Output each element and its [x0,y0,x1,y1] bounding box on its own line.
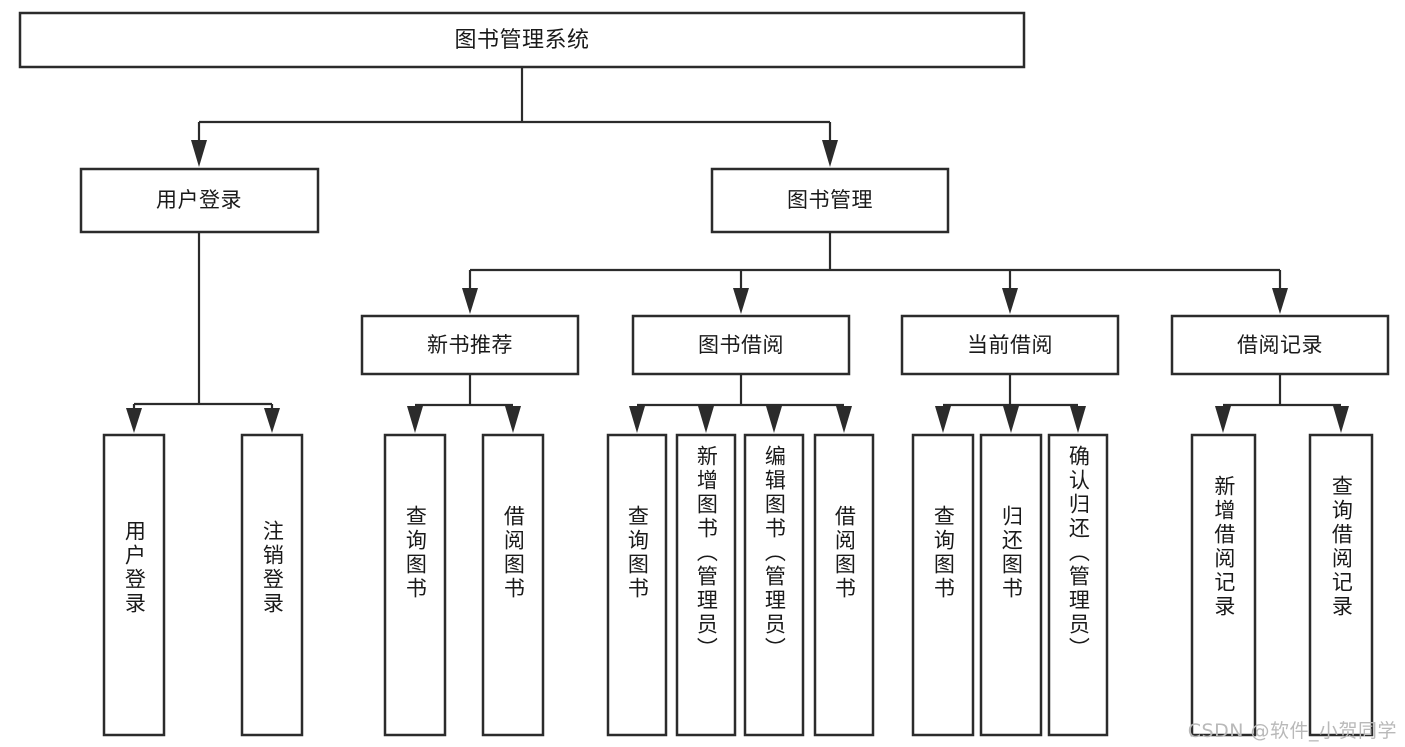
node-root[interactable]: 图书管理系统 [18,11,1026,69]
arrow-head-leaf-borrow-book-2 [836,406,852,433]
arrow-head-leaf-query-book-3 [935,406,951,433]
arrow-head-leaf-edit-book [766,406,782,433]
leaf-node-query-book-3-rect[interactable] [911,433,975,737]
leaf-node-logout-login-rect[interactable] [240,433,304,737]
node-user-login-label: 用户登录 [156,188,242,212]
arrow-head-leaf-return-book [1003,406,1019,433]
node-root-label: 图书管理系统 [454,28,589,53]
leaf-node-query-book-2-rect[interactable] [606,433,668,737]
node-book-borrow[interactable]: 图书借阅 [631,314,851,376]
arrow-head-borrow-record [1272,288,1288,314]
leaf-node-add-record-rect[interactable] [1190,433,1257,737]
node-book-borrow-label: 图书借阅 [698,333,784,357]
node-borrow-record[interactable]: 借阅记录 [1170,314,1390,376]
node-new-book-recommend-label: 新书推荐 [427,333,513,357]
leaf-node-borrow-book-1-rect[interactable] [481,433,545,737]
leaf-node-return-book-rect[interactable] [979,433,1043,737]
arrow-head-leaf-query-book-1 [407,406,423,433]
connector-group-root [191,67,838,167]
node-book-manage[interactable]: 图书管理 [710,167,950,234]
arrow-head-user-login [191,140,207,167]
csdn-watermark: CSDN @软件_小贺同学 [1187,720,1397,742]
arrow-head-leaf-user-login [126,408,142,433]
leaf-node-group [102,433,1374,737]
leaf-node-confirm-return-rect[interactable] [1047,433,1109,737]
leaf-node-query-record-rect[interactable] [1308,433,1374,737]
node-book-manage-label: 图书管理 [787,188,873,212]
connector-group-borrow-record [1215,374,1349,433]
node-borrow-record-label: 借阅记录 [1237,333,1323,357]
arrow-head-book-borrow [733,288,749,314]
arrow-head-leaf-logout-login [264,408,280,433]
node-user-login-rect[interactable] [79,167,320,234]
connector-group-new-book-recommend [407,374,521,433]
connector-group-user-login [126,232,280,433]
node-current-borrow-label: 当前借阅 [967,333,1053,357]
node-current-borrow-rect[interactable] [900,314,1120,376]
arrow-head-leaf-query-book-2 [629,406,645,433]
leaf-node-add-book-rect[interactable] [675,433,737,737]
arrow-head-book-manage [822,140,838,167]
connector-group-book-manage [462,232,1288,314]
arrow-head-current-borrow [1002,288,1018,314]
leaf-node-edit-book-rect[interactable] [743,433,805,737]
node-user-login[interactable]: 用户登录 [79,167,320,234]
node-book-borrow-rect[interactable] [631,314,851,376]
arrow-head-new-book-recommend [462,288,478,314]
leaf-node-user-login-rect[interactable] [102,433,166,737]
node-new-book-recommend[interactable]: 新书推荐 [360,314,580,376]
node-current-borrow[interactable]: 当前借阅 [900,314,1120,376]
leaf-node-query-book-1-rect[interactable] [383,433,447,737]
arrow-head-leaf-confirm-return [1070,406,1086,433]
arrow-head-leaf-borrow-book-1 [505,406,521,433]
arrow-head-leaf-add-record [1215,406,1231,433]
arrow-head-leaf-add-book [698,406,714,433]
leaf-node-borrow-book-2-rect[interactable] [813,433,875,737]
connector-group-book-borrow [629,374,852,433]
node-new-book-recommend-rect[interactable] [360,314,580,376]
connector-group-current-borrow [935,374,1086,433]
node-book-manage-rect[interactable] [710,167,950,234]
node-borrow-record-rect[interactable] [1170,314,1390,376]
arrow-head-leaf-query-record [1333,406,1349,433]
node-root-rect[interactable] [18,11,1026,69]
